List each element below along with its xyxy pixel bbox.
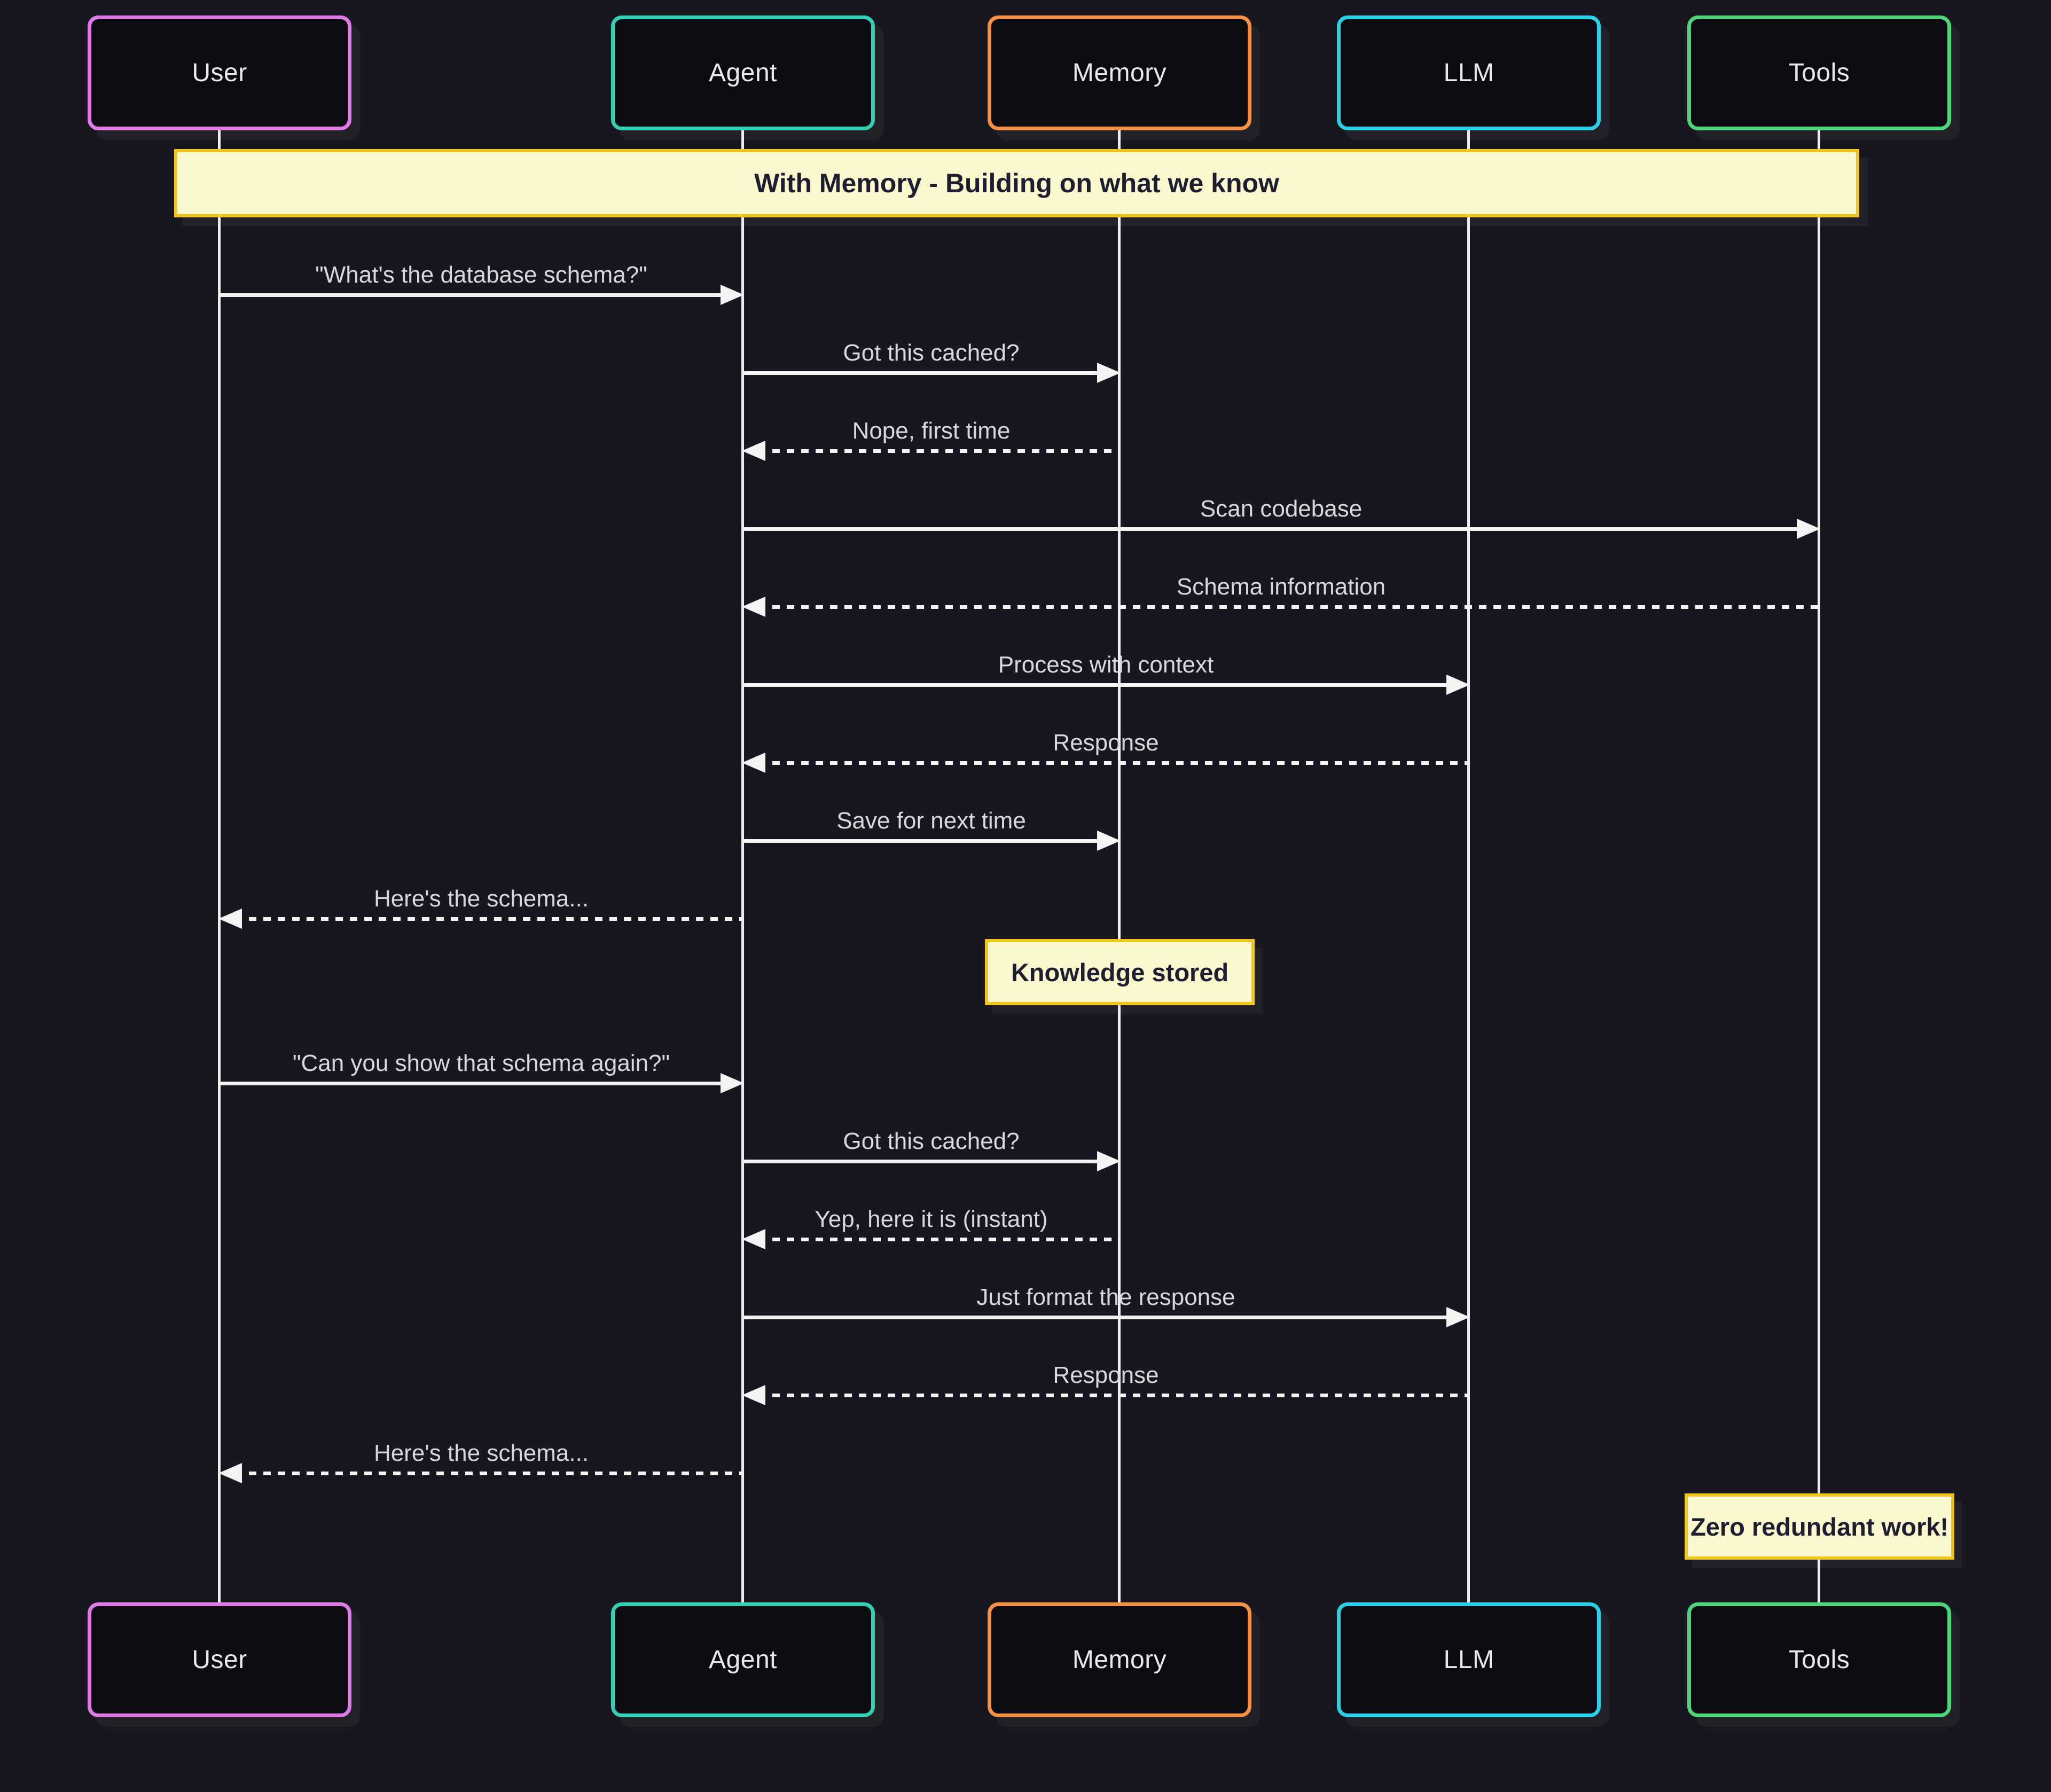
lifeline-llm <box>1467 69 1470 1642</box>
message: Save for next time <box>743 784 1121 851</box>
message-label: Response <box>1053 730 1159 756</box>
message-label: Process with context <box>998 652 1214 678</box>
message: Response <box>742 706 1469 773</box>
arrowhead-icon <box>1097 831 1121 851</box>
lifeline-user <box>218 69 221 1642</box>
message: Response <box>742 1339 1469 1405</box>
actor-label: Agent <box>709 1646 777 1674</box>
arrowhead-icon <box>721 285 744 305</box>
actor-memory-bottom: Memory <box>988 1602 1251 1717</box>
message-label: Got this cached? <box>843 1128 1020 1154</box>
message-arrow-line <box>234 917 743 921</box>
message-label: Here's the schema... <box>373 886 589 912</box>
actor-label: Tools <box>1788 1646 1850 1674</box>
message-arrow-line <box>743 371 1105 375</box>
message: Here's the schema... <box>218 1417 743 1483</box>
arrowhead-icon <box>1097 363 1121 383</box>
actor-label: LLM <box>1443 1646 1494 1674</box>
note-label: Zero redundant work! <box>1690 1512 1949 1541</box>
lifeline-memory <box>1118 69 1121 1642</box>
arrowhead-icon <box>1797 519 1820 539</box>
arrowhead-icon <box>1446 675 1470 695</box>
message: Got this cached? <box>743 316 1121 383</box>
message-label: "What's the database schema?" <box>315 262 647 288</box>
message: Scan codebase <box>743 472 1820 539</box>
message: Nope, first time <box>742 394 1120 461</box>
message: Yep, here it is (instant) <box>742 1183 1120 1249</box>
message-arrow-line <box>234 1472 743 1475</box>
message-label: "Can you show that schema again?" <box>292 1050 670 1076</box>
actor-label: User <box>192 59 247 87</box>
message: Just format the response <box>743 1261 1470 1327</box>
message-arrow-line <box>743 527 1804 531</box>
message-label: Just format the response <box>976 1284 1235 1310</box>
arrowhead-icon <box>742 1229 765 1249</box>
arrowhead-icon <box>1097 1151 1121 1171</box>
arrowhead-icon <box>742 753 765 773</box>
message-arrow-line <box>758 605 1819 609</box>
lifeline-tools <box>1818 69 1820 1642</box>
arrowhead-icon <box>1446 1307 1470 1327</box>
actor-user-top: User <box>88 15 351 130</box>
message: Schema information <box>742 550 1819 617</box>
message-arrow-line <box>743 1160 1105 1163</box>
actor-label: Tools <box>1788 59 1850 87</box>
arrowhead-icon <box>218 909 242 929</box>
arrowhead-icon <box>742 1385 765 1405</box>
arrowhead-icon <box>742 597 765 617</box>
note-zero-redundant-work: Zero redundant work! <box>1685 1493 1954 1560</box>
arrowhead-icon <box>721 1073 744 1093</box>
message-arrow-line <box>758 761 1469 765</box>
message-label: Scan codebase <box>1200 496 1363 522</box>
message-label: Save for next time <box>836 808 1026 834</box>
diagram-title: With Memory - Building on what we know <box>754 168 1279 198</box>
message-arrow-line <box>758 449 1120 453</box>
diagram-title-banner: With Memory - Building on what we know <box>174 149 1859 217</box>
lifeline-agent <box>741 69 744 1642</box>
message-label: Response <box>1053 1362 1159 1388</box>
message-arrow-line <box>758 1394 1469 1397</box>
actor-label: Memory <box>1072 59 1167 87</box>
actor-tools-bottom: Tools <box>1687 1602 1951 1717</box>
actor-label: User <box>192 1646 247 1674</box>
message-arrow-line <box>758 1238 1120 1241</box>
message: Process with context <box>743 628 1470 695</box>
arrowhead-icon <box>742 441 765 461</box>
actor-user-bottom: User <box>88 1602 351 1717</box>
actor-llm-top: LLM <box>1337 15 1601 130</box>
actor-label: LLM <box>1443 59 1494 87</box>
actor-agent-top: Agent <box>611 15 875 130</box>
message: Got this cached? <box>743 1105 1121 1171</box>
actor-label: Agent <box>709 59 777 87</box>
actor-memory-top: Memory <box>988 15 1251 130</box>
actor-llm-bottom: LLM <box>1337 1602 1601 1717</box>
arrowhead-icon <box>218 1463 242 1483</box>
message-arrow-line <box>743 839 1105 843</box>
note-knowledge-stored: Knowledge stored <box>985 939 1255 1005</box>
message-arrow-line <box>220 293 728 297</box>
message-arrow-line <box>743 683 1454 687</box>
message-arrow-line <box>220 1082 728 1085</box>
message-label: Yep, here it is (instant) <box>815 1206 1048 1232</box>
message-label: Schema information <box>1176 574 1386 600</box>
message: Here's the schema... <box>218 862 743 929</box>
actor-label: Memory <box>1072 1646 1167 1674</box>
message-arrow-line <box>743 1316 1454 1319</box>
actor-tools-top: Tools <box>1687 15 1951 130</box>
message: "Can you show that schema again?" <box>220 1027 744 1093</box>
message: "What's the database schema?" <box>220 238 744 305</box>
message-label: Got this cached? <box>843 340 1020 366</box>
message-label: Nope, first time <box>852 418 1011 444</box>
actor-agent-bottom: Agent <box>611 1602 875 1717</box>
message-label: Here's the schema... <box>373 1440 589 1466</box>
note-label: Knowledge stored <box>1011 958 1229 987</box>
